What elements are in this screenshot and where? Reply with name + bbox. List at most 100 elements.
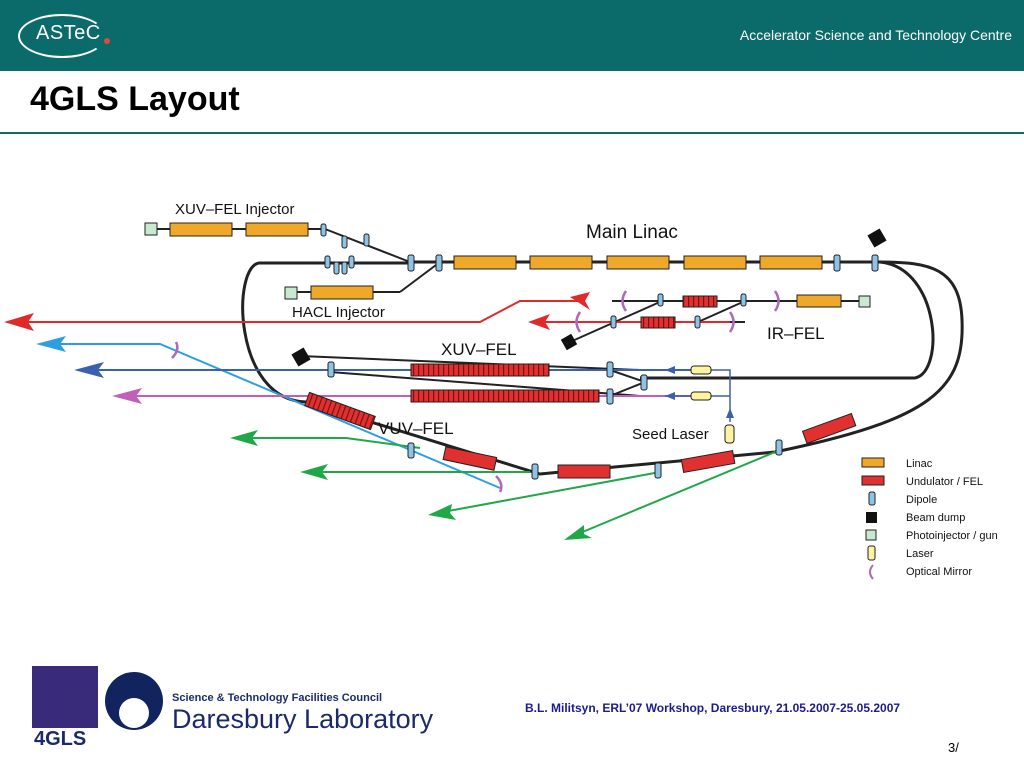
dipole [341,261,348,275]
laser-icon [867,545,876,561]
legend: Linac Undulator / FEL Dipole Beam dump P… [861,457,998,580]
label-main-linac: Main Linac [586,222,678,243]
ir-beam-arrow-upper [4,313,34,331]
dipole [363,233,370,247]
optical-mirror [575,311,582,333]
dipole [327,361,335,378]
daresbury-emblem [105,672,163,730]
legend-label: Beam dump [906,512,965,524]
label-vuv-fel: VUV–FEL [378,419,454,438]
label-xuv-fel: XUV–FEL [441,340,517,359]
ir-undulator [682,295,718,308]
dipole [348,255,355,269]
page-number: 3/ [948,740,959,755]
4gls-logo-text: 4GLS [34,728,87,750]
seed-laser-path [665,369,731,422]
vuv-undulator [680,449,736,473]
legend-label: Laser [906,548,934,560]
hacl-photoinjector [284,286,298,300]
dipole [610,315,617,329]
hacl-injector-linac [310,285,374,300]
dipole [833,254,841,272]
beam-dump [560,333,578,351]
dipole [606,361,614,378]
dipole [694,315,701,329]
dipole [657,293,664,307]
slide-title: 4GLS Layout [30,80,240,118]
optical-mirror [171,341,179,359]
title-divider [0,132,1024,134]
dipole [333,261,340,275]
beam-dump [291,347,311,367]
dipole [606,388,614,405]
dipole [324,255,331,269]
xuv-injector-linac [169,222,233,237]
optical-mirror [728,311,735,333]
optical-mirror-icon [869,564,874,580]
ir-beam-path-upper [10,300,585,323]
label-seed-laser: Seed Laser [632,426,709,443]
linac-cavity [759,255,823,270]
linac-icon [861,457,885,468]
dipole [407,442,415,459]
linac-cavity [529,255,593,270]
vuv-beam-path-1 [234,437,421,449]
linac-cavity [683,255,747,270]
dipole [435,254,443,272]
vuv-undulator [557,464,611,479]
dipole [320,223,327,237]
label-ir-fel: IR–FEL [767,324,825,343]
4gls-logo: 4GLS [32,666,98,752]
dipole [531,463,539,480]
xuv-beam-path-light [40,343,501,489]
ir-undulator [640,316,676,329]
dipole-icon [868,491,876,506]
astec-logo-text: ASTeC [36,22,101,44]
legend-label: Dipole [906,494,937,506]
label-xuv-fel-injector: XUV–FEL Injector [175,201,295,218]
vuv-undulator [801,412,857,445]
legend-label: Linac [906,458,933,470]
org-name: Accelerator Science and Technology Centr… [739,27,1012,43]
seed-laser [690,365,712,375]
undulator-icon [861,475,885,486]
photoinjector-icon [865,529,877,541]
main-linac [453,255,823,270]
dipole [775,439,783,456]
optical-mirror [621,290,628,312]
optical-mirror [773,290,780,312]
dipole [341,235,348,249]
legend-label: Optical Mirror [906,566,972,578]
xuv-injector-linac [245,222,309,237]
legend-label: Photoinjector / gun [906,530,998,542]
lab-name: Daresbury Laboratory [172,704,434,734]
vuv-beam-path-4 [567,449,781,539]
dipole [871,254,879,272]
citation: B.L. Militsyn, ERL’07 Workshop, Daresbur… [525,701,901,715]
linac-cavity [453,255,517,270]
dipole [640,374,648,391]
xuv-photoinjector [144,222,158,236]
ir-photoinjector [858,295,871,308]
linac-cavity [606,255,670,270]
xuv-fel-line-upper [299,355,641,371]
ir-fel-linac [796,294,842,308]
layout-diagram: XUV–FEL Injector Main Linac HACL Injecto… [4,201,998,580]
stfc-name: Science & Technology Facilities Council [172,692,383,704]
beam-dump-icon [866,512,877,523]
vuv-undulator [304,391,376,431]
vuv-undulator [442,446,498,471]
label-hacl-injector: HACL Injector [292,304,385,321]
astec-logo: ASTeC [18,14,114,58]
beam-ring-inner [640,260,935,380]
beam-dump [867,228,887,248]
seed-laser-source [724,424,735,444]
dipole [740,293,747,307]
legend-label: Undulator / FEL [906,476,983,488]
seed-laser [690,391,712,401]
header-bar: ASTeC Accelerator Science and Technology… [0,0,1024,71]
dipole [407,254,415,272]
xuv-undulator [410,363,550,377]
vuv-beam-path-3 [431,471,661,515]
dipole [654,462,662,479]
